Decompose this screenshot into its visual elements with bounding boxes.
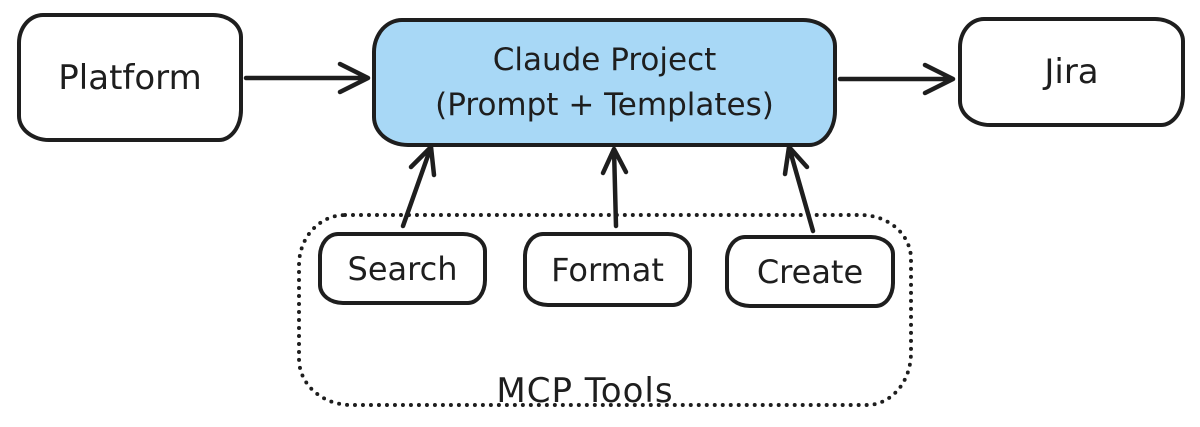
node-platform: Platform <box>17 13 243 142</box>
node-claude-project-label-line2: (Prompt + Templates) <box>435 86 774 123</box>
node-create-label: Create <box>756 252 864 291</box>
node-claude-project-label-line1: Claude Project <box>492 42 717 79</box>
mcp-tools-group-label: MCP Tools <box>496 371 674 411</box>
arrow-claude-to-jira-icon <box>837 62 956 96</box>
node-format: Format <box>523 232 692 307</box>
node-jira-label: Jira <box>1044 52 1099 92</box>
node-search-label: Search <box>347 249 458 288</box>
node-platform-label: Platform <box>58 57 202 98</box>
arrow-platform-to-claude-icon <box>243 61 371 95</box>
node-create: Create <box>725 235 895 308</box>
node-jira: Jira <box>958 17 1185 127</box>
node-claude-project: Claude Project (Prompt + Templates) <box>372 18 837 147</box>
node-search: Search <box>318 232 487 305</box>
node-format-label: Format <box>551 250 664 289</box>
node-claude-project-label: Claude Project (Prompt + Templates) <box>435 38 774 126</box>
